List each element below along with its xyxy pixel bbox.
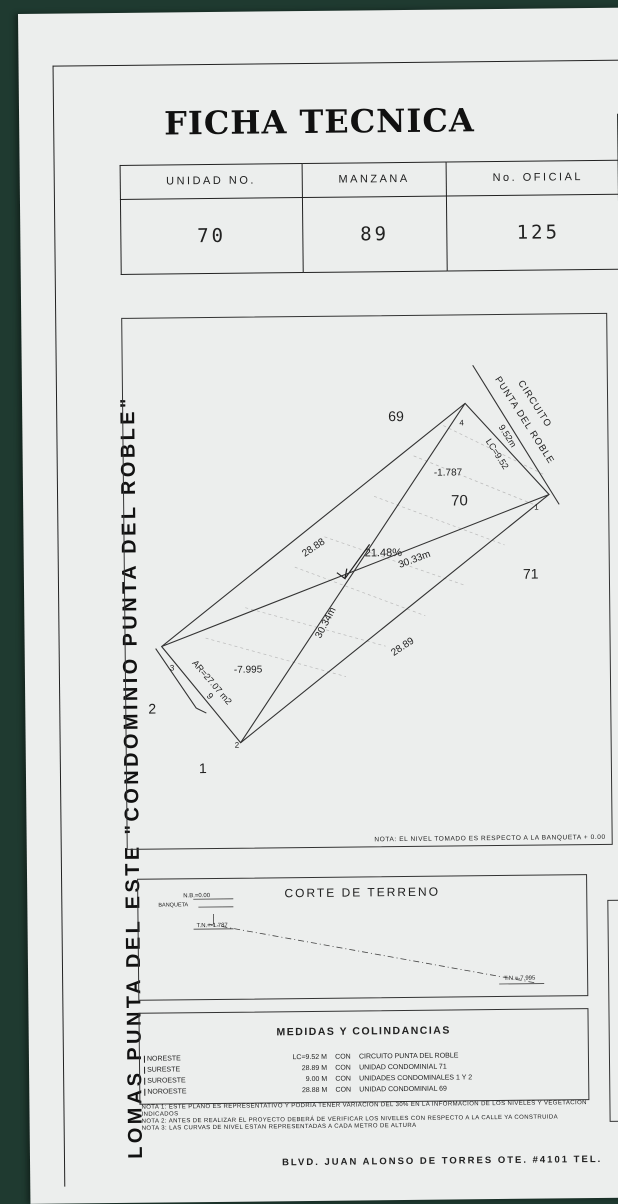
terrain-section: CORTE DE TERRENO N.B.=0.00 BANQUETA T.N.…	[137, 874, 588, 1001]
manzana-label: MANZANA	[302, 162, 447, 197]
terrain-section-drawing: N.B.=0.00 BANQUETA T.N.=-1.787 T.N.=-7.9…	[138, 875, 587, 1000]
level-top: -1.787	[434, 467, 463, 478]
measure-value: 9.00 M	[257, 1076, 327, 1084]
lot-number: 70	[451, 492, 468, 509]
neighbor-71: 71	[523, 566, 539, 582]
vertex-1: 1	[534, 503, 539, 512]
measure-neighbor: UNIDAD CONDOMINIAL 69	[359, 1084, 584, 1093]
lot-plan: 69 70 71 2 1 4 1 3 2 -1.787 -7.995 21.48…	[121, 313, 613, 850]
tn-bottom-label: T.N.=-7.995	[504, 976, 536, 982]
neighbor-1: 1	[199, 760, 207, 776]
oficial-label: No. OFICIAL	[446, 160, 618, 196]
tn-top-label: T.N.=-1.787	[197, 923, 229, 929]
unidad-label: UNIDAD NO.	[120, 164, 302, 200]
slope-value: 21.48%	[365, 547, 403, 559]
level-bottom: -7.995	[234, 664, 263, 675]
neighbor-69: 69	[388, 408, 404, 424]
measure-con: CON	[327, 1075, 359, 1082]
front-dim: 9.52m	[497, 423, 519, 449]
oficial-value: 125	[446, 194, 618, 271]
diag-2: 30.34m	[313, 606, 338, 641]
measure-value: LC=9.52 M	[257, 1054, 327, 1062]
neighbor-2: 2	[148, 701, 156, 717]
diagonal-b	[160, 494, 551, 646]
measure-neighbor: UNIDADES CONDOMINALES 1 Y 2	[359, 1073, 584, 1082]
measure-neighbor: UNIDAD CONDOMINIAL 71	[359, 1062, 584, 1071]
measure-value: 28.89 M	[257, 1065, 327, 1073]
measure-con: CON	[327, 1064, 359, 1071]
measure-direction: SUROESTE	[144, 1077, 257, 1085]
vertex-4: 4	[459, 418, 464, 427]
measures-title: MEDIDAS Y COLINDANCIAS	[140, 1023, 588, 1040]
measure-value: 28.88 M	[257, 1087, 327, 1095]
unidad-value: 70	[120, 197, 302, 274]
vertex-2: 2	[235, 741, 240, 750]
measure-con: CON	[327, 1086, 359, 1093]
info-table: UNIDAD NO. MANZANA No. OFICIAL 70 89 125	[120, 160, 618, 275]
measures-rows: NORESTE LC=9.52 M CON CIRCUITO PUNTA DEL…	[144, 1049, 584, 1098]
page-title: FICHA TECNICA	[164, 101, 475, 142]
banqueta-label: BANQUETA	[158, 902, 188, 908]
lot-plan-drawing: 69 70 71 2 1 4 1 3 2 -1.787 -7.995 21.48…	[122, 314, 612, 849]
area-label: AR=27.07 m2	[190, 658, 234, 706]
technical-sheet: LOMAS PUNTA DEL ESTE "CONDOMINIO PUNTA D…	[18, 8, 618, 1204]
measures-boundaries: MEDIDAS Y COLINDANCIAS NORESTE LC=9.52 M…	[138, 1008, 589, 1105]
back-dim: 9	[205, 691, 216, 701]
dim-left: 28.88	[300, 536, 327, 559]
measure-con: CON	[327, 1053, 359, 1060]
dim-right: 28.89	[389, 635, 416, 658]
notes: NOTA 1: ESTE PLANO ES REPRESENTATIVO Y P…	[141, 1100, 601, 1133]
edge-box	[607, 899, 618, 1121]
manzana-value: 89	[302, 196, 447, 273]
measure-neighbor: CIRCUITO PUNTA DEL ROBLE	[359, 1051, 584, 1060]
nb-label: N.B.=0.00	[183, 893, 211, 899]
vertex-3: 3	[170, 663, 175, 672]
diagonal-a	[237, 403, 469, 742]
measure-direction: NOROESTE	[144, 1088, 257, 1096]
measure-direction: NORESTE	[144, 1055, 257, 1063]
measure-direction: SURESTE	[144, 1066, 257, 1074]
